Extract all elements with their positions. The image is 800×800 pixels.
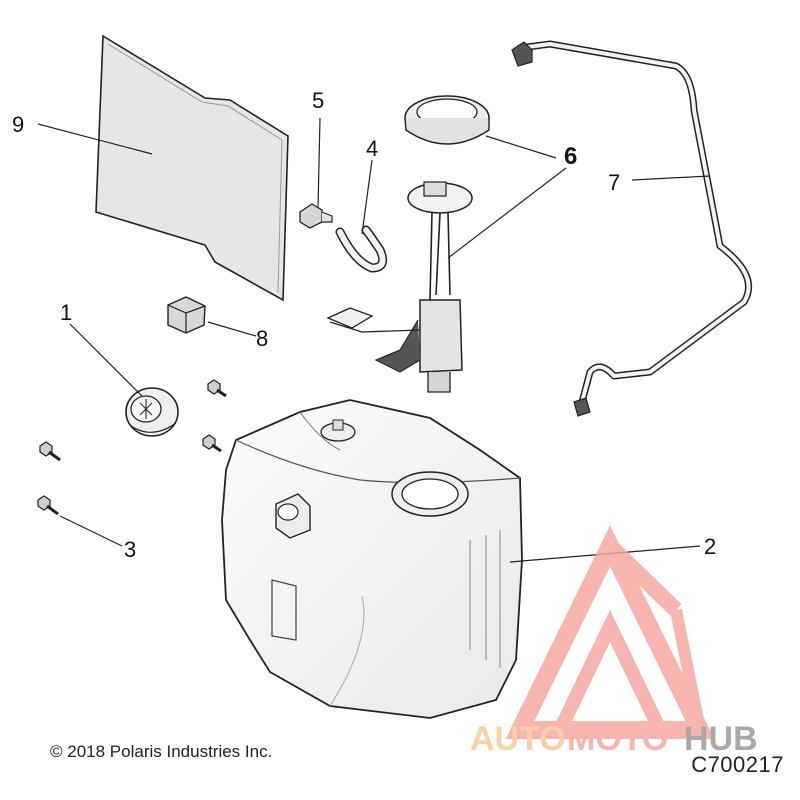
automotohub-watermark: AUTO MOTO HUB [470,525,758,758]
part-number: C700217 [691,752,784,777]
callout-5: 5 [312,88,324,113]
callout-1: 1 [60,300,72,325]
rubber-block [167,296,206,334]
pump-lock-ring [404,95,490,145]
copyright-text: © 2018 Polaris Industries Inc. [50,742,273,761]
hose-fitting [299,203,333,229]
callout-9: 9 [12,112,24,137]
watermark-moto: MOTO [567,720,668,758]
watermark-auto: AUTO [470,720,566,758]
bolt-left [39,441,61,462]
bolt-lower-left [37,495,59,516]
fuel-cap [125,387,179,437]
vent-line [511,40,752,417]
callout-6: 6 [564,143,577,170]
fuel-tank [221,399,523,719]
insulation-pad [95,34,289,302]
fuel-hose [335,225,388,273]
fuel-pump-module [326,181,473,393]
callout-7: 7 [608,170,620,195]
callout-2: 2 [704,534,716,559]
watermark-hub: HUB [684,720,758,758]
callout-3: 3 [124,537,136,562]
callout-8: 8 [256,326,268,351]
bolt-top [207,379,227,398]
bolt-middle [202,434,222,453]
callout-4: 4 [366,136,378,161]
